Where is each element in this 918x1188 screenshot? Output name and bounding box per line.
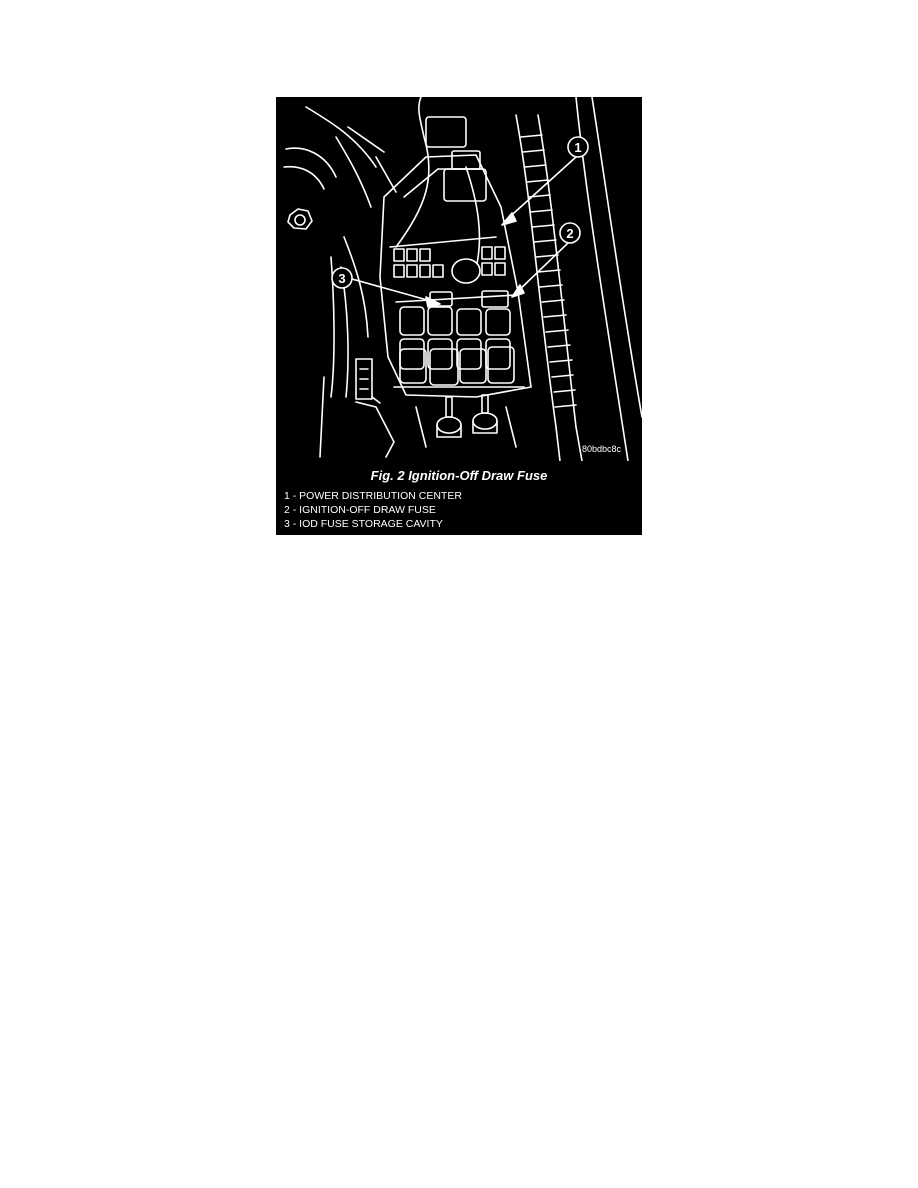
callout-1: 1 (574, 140, 581, 155)
image-code: 80bdbc8c (582, 444, 622, 454)
fuse-box-illustration: 1 2 3 (283, 97, 642, 461)
terminal-studs (415, 394, 517, 448)
figure-panel: 1 2 3 80bdbc8c Fig. 2 Ignition-Off Draw … (276, 97, 642, 535)
legend-item-2: 2 - IGNITION-OFF DRAW FUSE (284, 504, 436, 516)
legend-item-1: 1 - POWER DISTRIBUTION CENTER (284, 490, 462, 502)
legend-item-3: 3 - IOD FUSE STORAGE CAVITY (284, 518, 443, 530)
callout-2: 2 (566, 226, 573, 241)
callout-markers: 1 2 3 (331, 136, 589, 289)
relay-grid (393, 290, 525, 388)
figure-title: Fig. 2 Ignition-Off Draw Fuse (370, 468, 548, 483)
callout-3: 3 (338, 271, 345, 286)
bolt-icon (287, 208, 313, 230)
figure-legend: 1 - POWER DISTRIBUTION CENTER 2 - IGNITI… (284, 489, 462, 531)
